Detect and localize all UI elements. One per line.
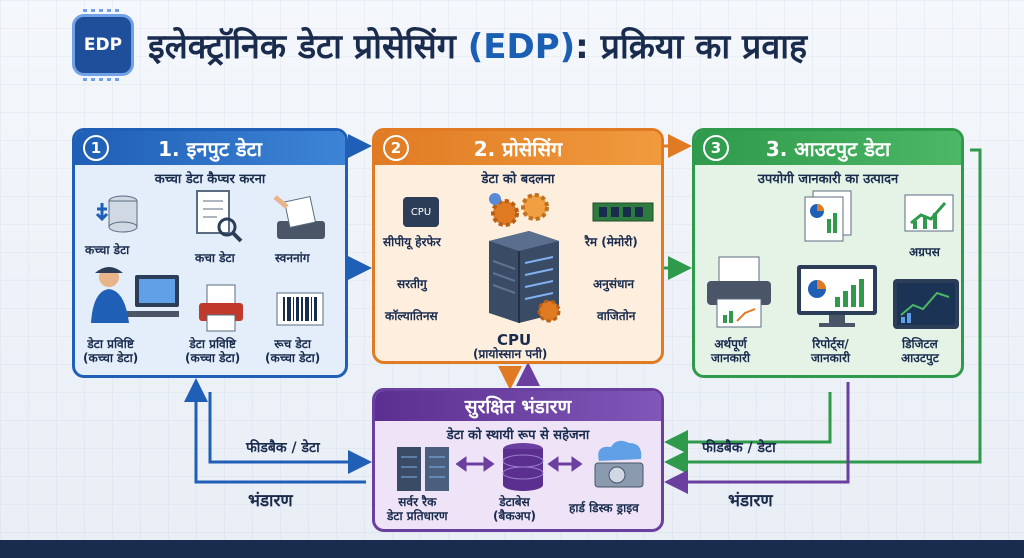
arrow-right-feedback bbox=[664, 148, 982, 474]
server-rack-icon bbox=[397, 447, 449, 491]
report-documents-icon bbox=[804, 190, 852, 242]
document-search-icon bbox=[196, 190, 243, 243]
raw-data-2-label: कचा डेटा bbox=[195, 251, 235, 265]
step-number-3: 3 bbox=[703, 135, 729, 161]
input-panel: 1 1. इनपुट डेटा कच्चा डेटा कैप्चर करना क… bbox=[72, 128, 348, 378]
header: EDP इलेक्ट्रॉनिक डेटा प्रोसेसिंग (EDP): … bbox=[0, 0, 1024, 110]
left-storage-label: भंडारण bbox=[248, 491, 293, 511]
tablet-dashboard-icon bbox=[893, 279, 959, 329]
person-computer-icon bbox=[91, 267, 179, 323]
scanning-label: स्वननांग bbox=[275, 251, 310, 265]
forward-label: अग्रपस bbox=[909, 245, 940, 259]
input-subtitle: कच्चा डेटा कैप्चर करना bbox=[154, 172, 266, 187]
storage-subtitle: डेटा को स्थायी रूप से सहेजना bbox=[446, 428, 590, 443]
storage-panel-header: सुरक्षित भंडारण bbox=[375, 391, 661, 421]
server-cpu-icon bbox=[489, 231, 561, 323]
data-entry-2-label: डेटा प्रविष्टि(कच्चा डेटा) bbox=[185, 337, 241, 366]
ram-memory-icon bbox=[592, 202, 654, 222]
raw-data-label: कच्चा डेटा bbox=[85, 243, 130, 257]
storage-panel: सुरक्षित भंडारण डेटा को स्थायी रूप से सह… bbox=[372, 388, 664, 532]
arrow-left-storage bbox=[184, 378, 366, 484]
compute-label: वाजितोन bbox=[597, 309, 636, 323]
processing-panel-header: 2 2. प्रोसेसिंग bbox=[375, 131, 661, 165]
arrow-right-storage bbox=[664, 382, 850, 494]
right-storage-label: भंडारण bbox=[728, 491, 773, 511]
data-entry-1-label: डेटा प्रविष्टि(कच्चा डेटा) bbox=[83, 337, 139, 366]
processing-subtitle: डेटा को बदलना bbox=[481, 172, 555, 187]
printer-report-icon bbox=[707, 256, 771, 328]
hdd-label: हार्ड डिस्क ड्राइव bbox=[569, 501, 639, 515]
barcode-label: रूच डेटा(कच्चा डेटा) bbox=[265, 337, 321, 366]
database-label: डेटाबेस(बैकअप) bbox=[493, 495, 537, 524]
calc-label: काॅल्यातिनस bbox=[385, 309, 438, 323]
output-panel-header: 3 3. आउटपुट डेटा bbox=[695, 131, 961, 165]
database-icon bbox=[502, 443, 544, 491]
monitor-reports-icon bbox=[797, 265, 877, 327]
output-panel: 3 3. आउटपुट डेटा उपयोगी जानकारी का उत्पा… bbox=[692, 128, 964, 378]
arrow-left-feedback bbox=[208, 392, 372, 474]
arrow-output-to-storage bbox=[664, 392, 832, 454]
gears-icon bbox=[489, 193, 549, 227]
step-number-2: 2 bbox=[383, 135, 409, 161]
input-panel-header: 1 1. इनपुट डेटा bbox=[75, 131, 345, 165]
growth-chart-icon bbox=[904, 194, 954, 232]
barcode-icon bbox=[276, 292, 324, 326]
reports-label: रिपोर्ट्स/जानकारी bbox=[811, 337, 851, 366]
printer-document-icon bbox=[199, 284, 243, 332]
right-feedback-label: फीडबैक / डेटा bbox=[702, 440, 776, 456]
cpu-transfer-label: सीपीयू हेरफेर bbox=[383, 235, 441, 249]
step-number-1: 1 bbox=[83, 135, 109, 161]
hard-disk-cloud-icon bbox=[594, 440, 644, 488]
ram-label: रैम (मेमोरी) bbox=[585, 235, 638, 249]
left-feedback-label: फीडबैक / डेटा bbox=[246, 440, 320, 456]
cpu-chip-icon: CPU bbox=[403, 197, 439, 227]
footer-bar bbox=[0, 540, 1024, 558]
processing-panel: 2 2. प्रोसेसिंग डेटा को बदलना CPU सीपीयू… bbox=[372, 128, 664, 364]
sort-label: सरतीगु bbox=[397, 277, 427, 291]
page-title: इलेक्ट्रॉनिक डेटा प्रोसेसिंग (EDP): प्रक… bbox=[148, 27, 808, 67]
research-label: अनुसंधान bbox=[593, 277, 635, 291]
edp-logo: EDP bbox=[72, 9, 134, 81]
output-subtitle: उपयोगी जानकारी का उत्पादन bbox=[757, 172, 899, 187]
download-database-icon bbox=[95, 195, 138, 233]
cpu-label: CPU bbox=[497, 331, 532, 349]
scanner-icon bbox=[273, 195, 325, 239]
cpu-subtitle-label: (प्रायोस्सान पनी) bbox=[473, 347, 548, 361]
